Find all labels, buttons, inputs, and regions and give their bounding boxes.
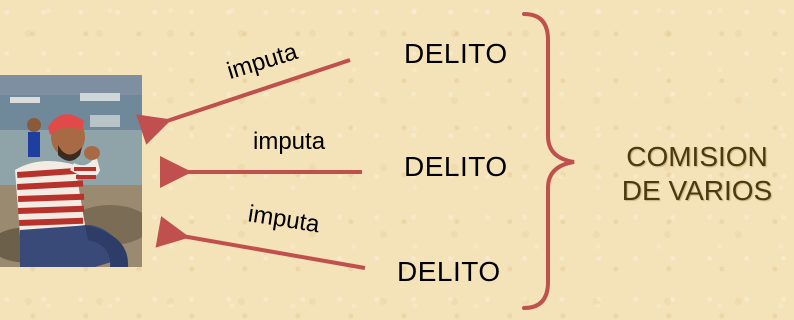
arrow-top: [136, 58, 351, 145]
photo-seated-man: [0, 75, 142, 267]
result-line-1: COMISION: [626, 141, 768, 172]
offense-label-bottom: DELITO: [397, 256, 501, 287]
verb-label-middle: imputa: [253, 128, 326, 155]
offense-label-top: DELITO: [404, 38, 508, 69]
result-label: COMISION DE VARIOS: [600, 140, 794, 208]
offense-label-middle: DELITO: [404, 151, 508, 182]
curly-brace: [522, 12, 575, 310]
arrow-bottom: [155, 216, 366, 270]
result-line-2: DE VARIOS: [621, 175, 773, 206]
